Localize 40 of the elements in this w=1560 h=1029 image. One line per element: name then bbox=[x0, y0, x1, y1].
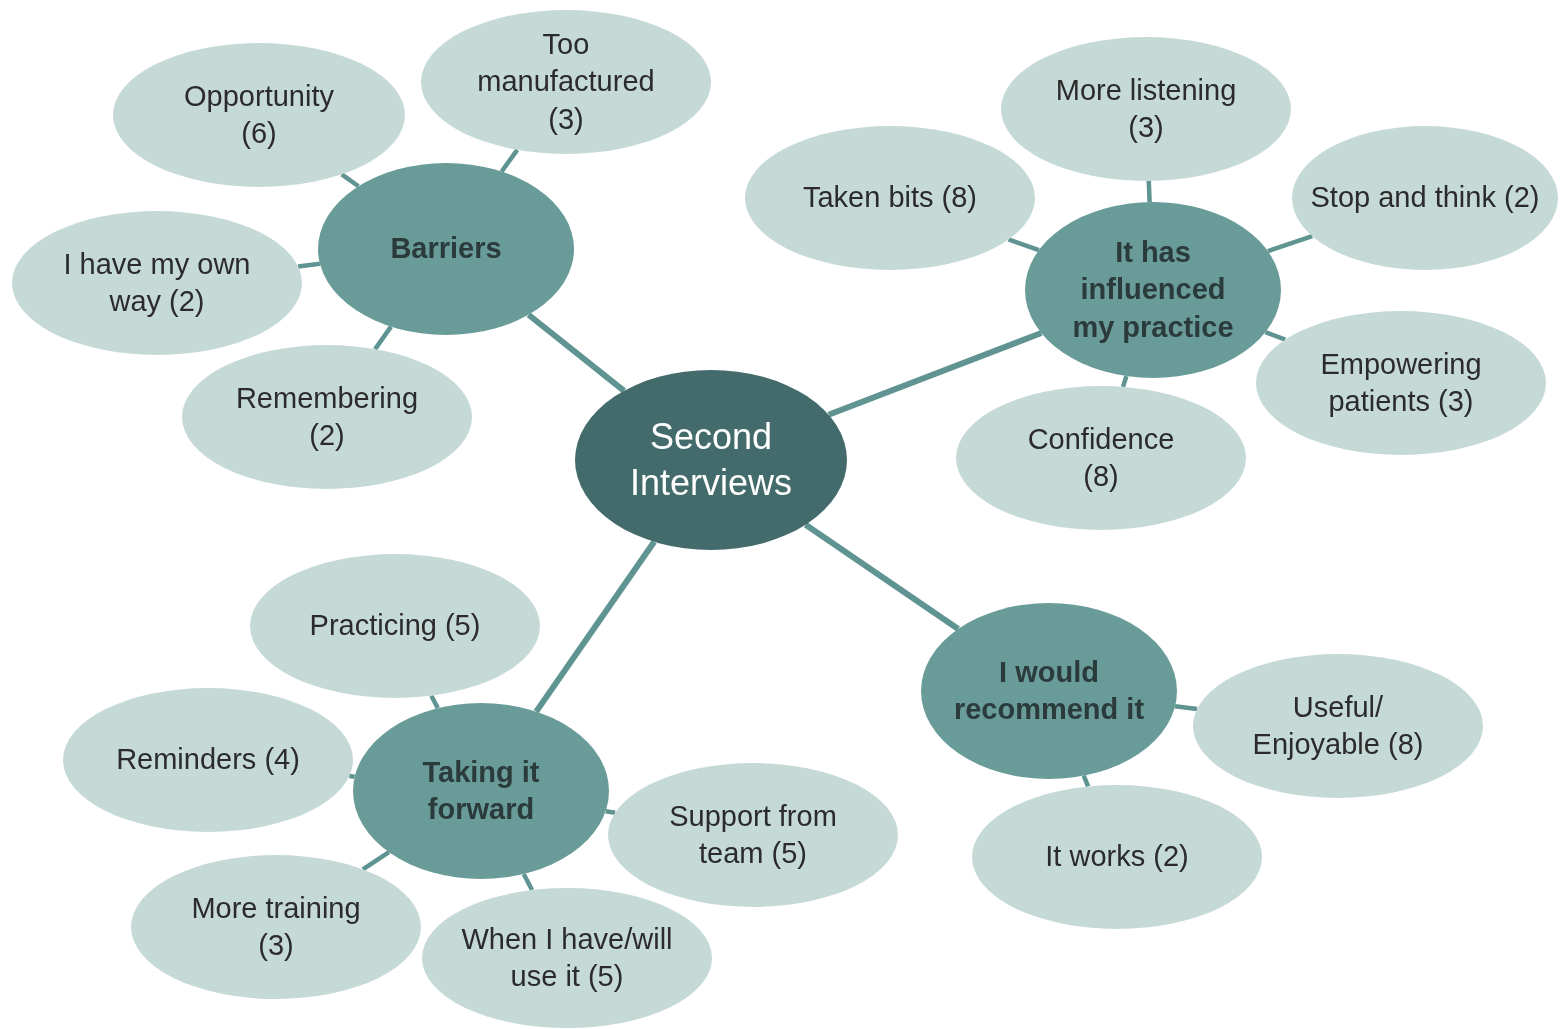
subtheme-label: Reminders (4) bbox=[115, 742, 301, 778]
connector-line bbox=[340, 172, 360, 189]
connector-line bbox=[1267, 234, 1313, 254]
theme-label: It has influenced my practice bbox=[1071, 235, 1235, 345]
connector-line bbox=[827, 330, 1043, 418]
subtheme-label: More listening (3) bbox=[1054, 72, 1238, 145]
topic-label: Second Interviews bbox=[628, 414, 794, 505]
connector-line bbox=[533, 540, 657, 714]
subtheme-label: Confidence (8) bbox=[1026, 421, 1176, 494]
subtheme-label: Stop and think (2) bbox=[1310, 180, 1540, 216]
connector-line bbox=[499, 148, 520, 173]
connector-line bbox=[1264, 330, 1287, 342]
subtheme-label: Empowering patients (3) bbox=[1319, 346, 1483, 419]
subtheme-label: Taken bits (8) bbox=[801, 180, 979, 216]
subtheme-label: Support from team (5) bbox=[668, 798, 838, 871]
subtheme-label: When I have/will use it (5) bbox=[460, 921, 674, 994]
connector-line bbox=[1146, 180, 1152, 203]
subtheme-label: I have my own way (2) bbox=[62, 246, 252, 319]
connector-line bbox=[1120, 375, 1129, 388]
connector-line bbox=[361, 850, 391, 872]
subtheme-label: Useful/ Enjoyable (8) bbox=[1251, 689, 1425, 762]
connector-line bbox=[297, 261, 321, 269]
subtheme-label: Practicing (5) bbox=[308, 608, 482, 644]
subtheme-label: Too manufactured (3) bbox=[476, 27, 656, 137]
theme-label: Barriers bbox=[389, 231, 503, 267]
subtheme-label: Opportunity (6) bbox=[183, 78, 335, 151]
subtheme-label: It works (2) bbox=[1044, 839, 1190, 875]
theme-label: I would recommend it bbox=[952, 654, 1146, 727]
connector-line bbox=[1174, 704, 1198, 712]
connector-line bbox=[605, 808, 616, 815]
connector-line bbox=[1007, 237, 1040, 253]
connector-line bbox=[521, 872, 534, 892]
connector-line bbox=[803, 522, 960, 632]
connector-line bbox=[373, 325, 393, 351]
subtheme-label: Remembering (2) bbox=[234, 380, 420, 453]
theme-label: Taking it forward bbox=[421, 754, 541, 827]
connector-line bbox=[526, 312, 626, 394]
subtheme-label: More training (3) bbox=[190, 890, 362, 963]
connector-line bbox=[1081, 774, 1091, 788]
connector-line bbox=[429, 694, 440, 710]
